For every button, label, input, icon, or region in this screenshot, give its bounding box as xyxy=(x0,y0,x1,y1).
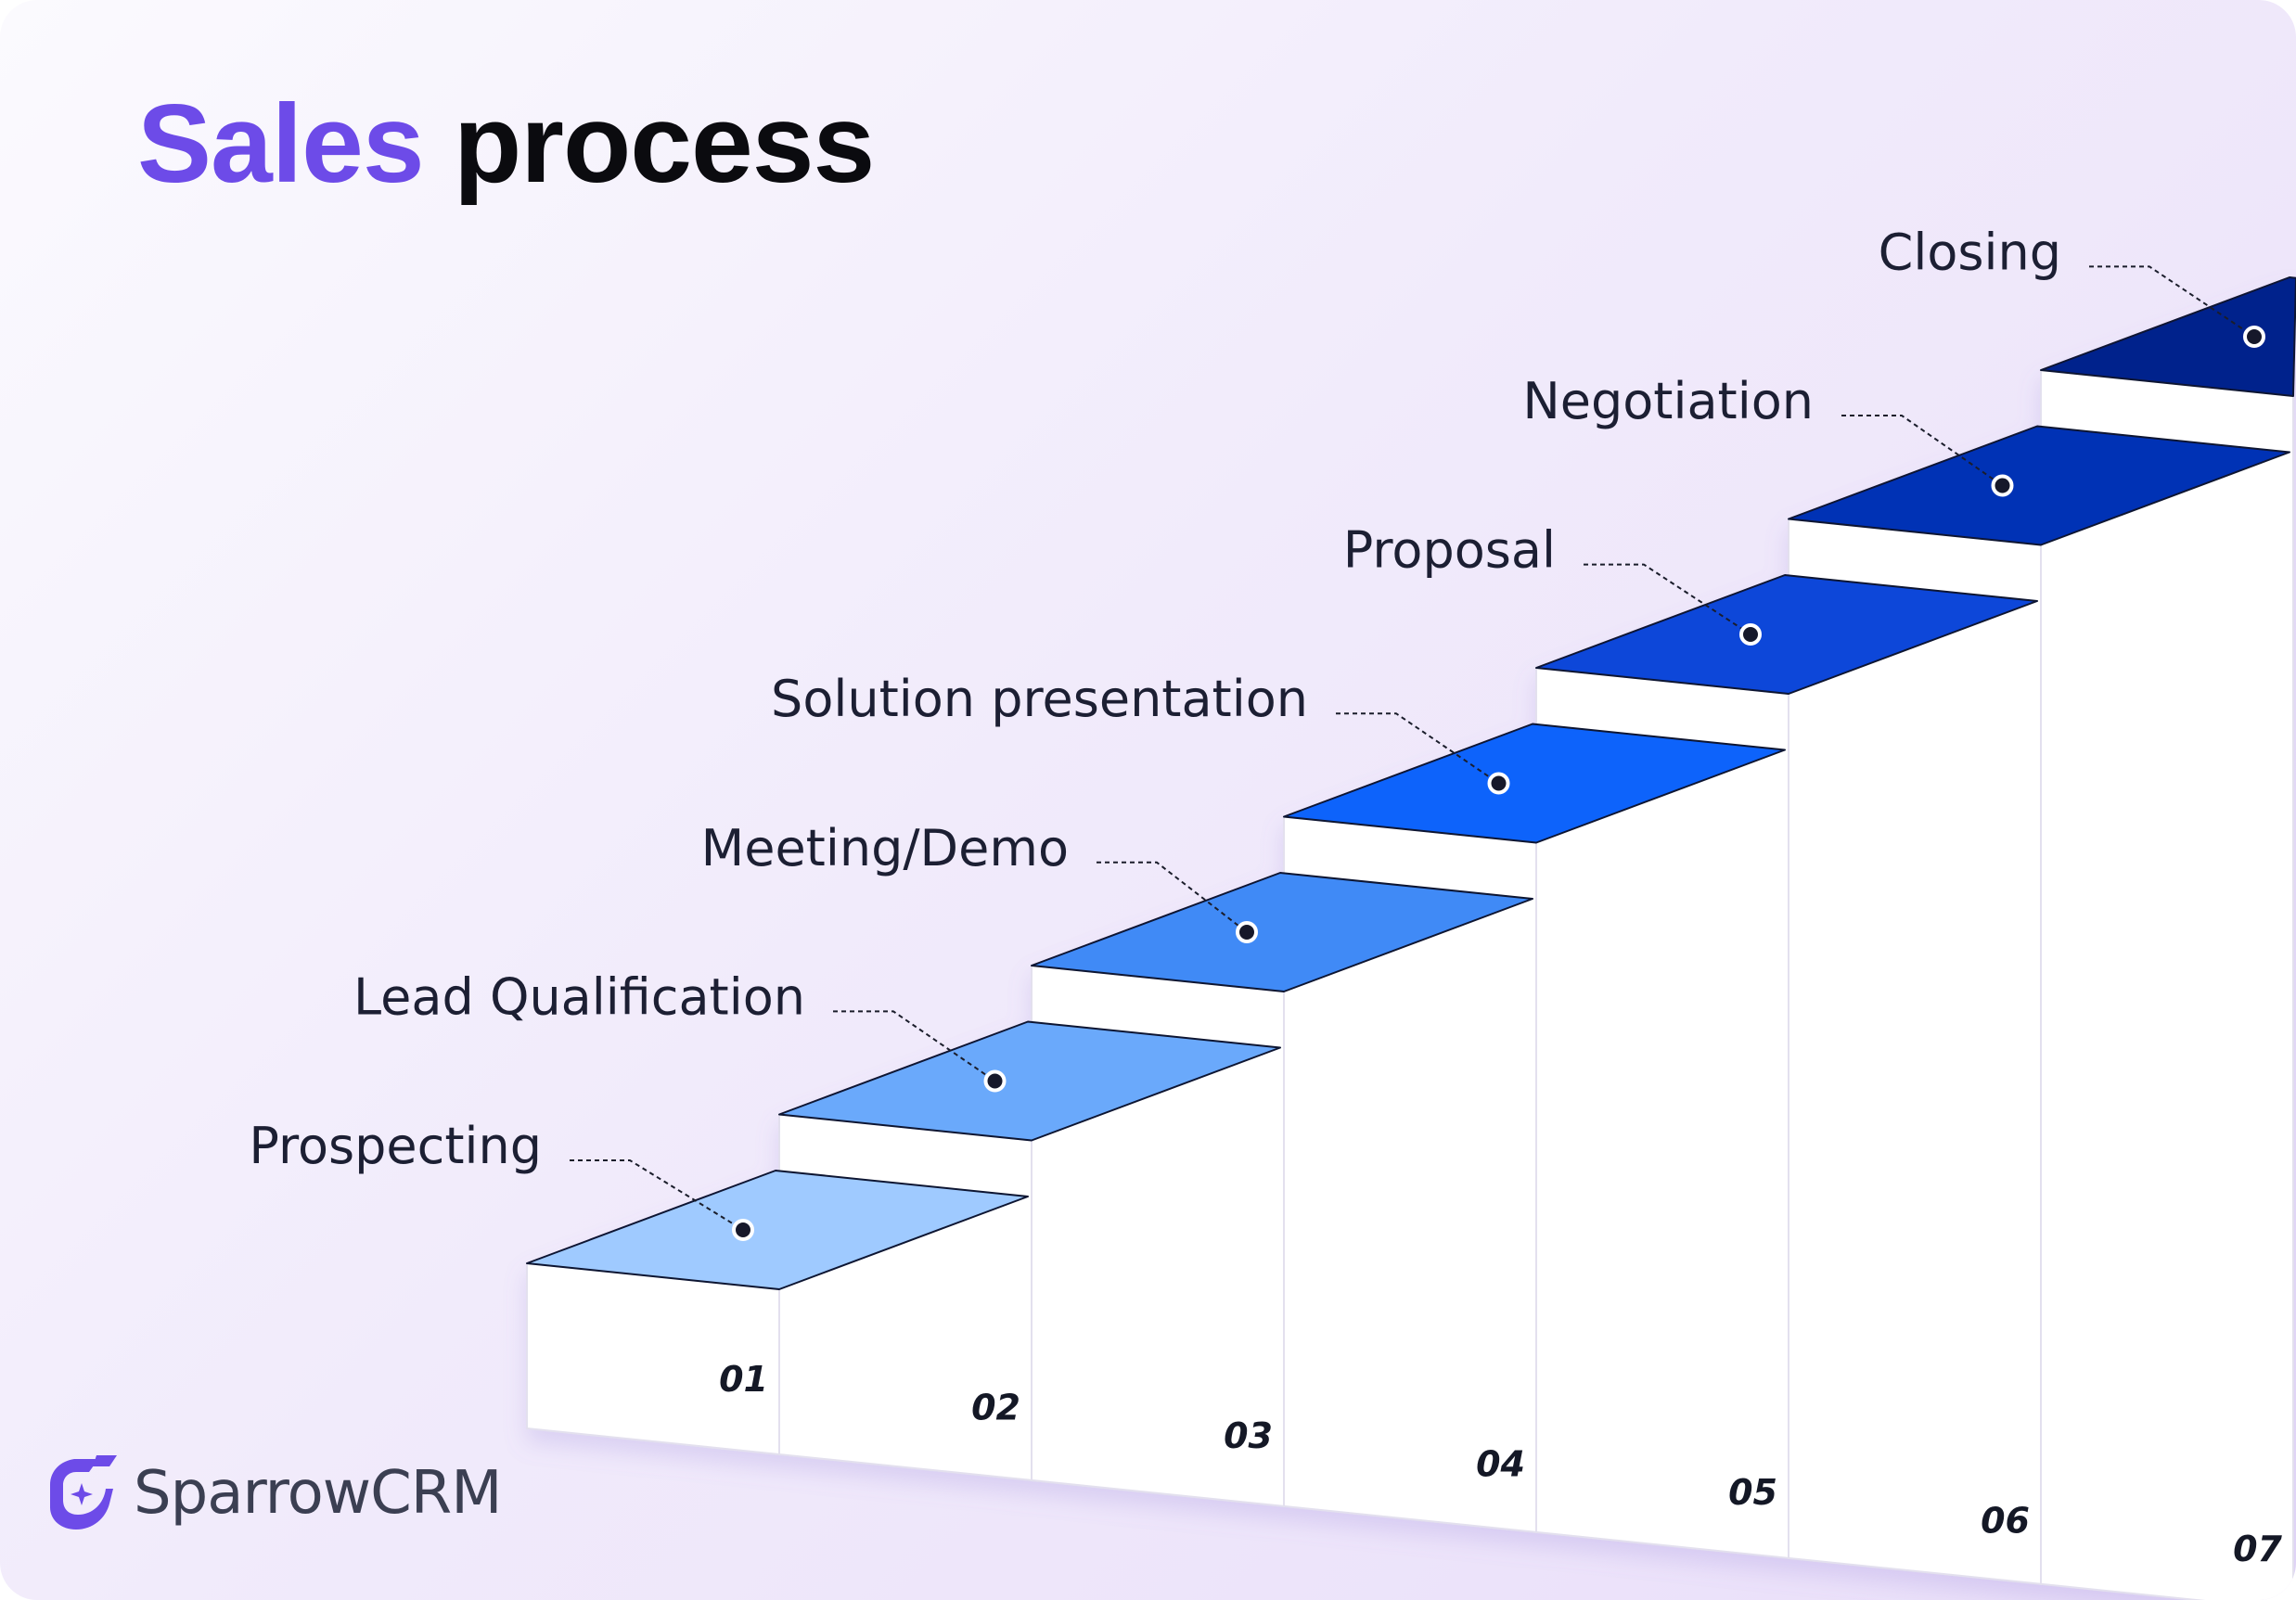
step-tread-07 xyxy=(2040,276,2296,397)
title-main: process xyxy=(453,82,875,206)
step-number-06: 06 xyxy=(1981,1501,2030,1542)
step-label-05: Proposal xyxy=(1343,521,1556,580)
step-label-01: Prospecting xyxy=(249,1117,542,1175)
step-tread-03 xyxy=(1031,872,1533,992)
step-label-03: Meeting/Demo xyxy=(701,819,1069,877)
title-accent: Sales xyxy=(137,82,425,206)
step-number-02: 02 xyxy=(971,1388,1020,1428)
step-number-07: 07 xyxy=(2233,1529,2282,1569)
step-tread-05 xyxy=(1535,574,2038,695)
step-label-07: Closing xyxy=(1879,223,2061,281)
leader-line-06 xyxy=(1841,415,2004,487)
step-marker-03 xyxy=(1236,921,1258,943)
leader-line-05 xyxy=(1584,563,1751,635)
sparrow-logo-icon xyxy=(50,1455,117,1530)
step-face-07 xyxy=(2040,368,2294,1600)
leader-line-07 xyxy=(2089,265,2255,338)
step-label-04: Solution presentation xyxy=(771,670,1308,728)
leader-line-02 xyxy=(833,1010,996,1082)
step-marker-02 xyxy=(983,1069,1007,1093)
step-marker-06 xyxy=(1991,474,2014,497)
brand-name: SparrowCRM xyxy=(134,1459,502,1528)
step-number-05: 05 xyxy=(1728,1472,1777,1513)
brand-footer: SparrowCRM xyxy=(45,1452,502,1535)
step-marker-01 xyxy=(732,1219,754,1241)
leader-line-01 xyxy=(570,1159,744,1231)
step-tread-02 xyxy=(778,1020,1281,1142)
page-title: Sales process xyxy=(137,88,875,199)
step-number-04: 04 xyxy=(1476,1444,1525,1485)
step-marker-04 xyxy=(1487,772,1510,795)
step-number-03: 03 xyxy=(1224,1415,1273,1456)
leader-line-03 xyxy=(1097,861,1248,933)
step-label-06: Negotiation xyxy=(1522,372,1814,430)
step-marker-07 xyxy=(2243,326,2265,348)
step-tread-01 xyxy=(526,1170,1029,1290)
step-tread-06 xyxy=(1788,425,2290,546)
step-label-02: Lead Qualification xyxy=(353,967,805,1026)
step-tread-04 xyxy=(1283,723,1786,844)
step-marker-05 xyxy=(1739,623,1762,646)
leader-line-04 xyxy=(1336,712,1500,785)
step-number-01: 01 xyxy=(719,1359,768,1400)
